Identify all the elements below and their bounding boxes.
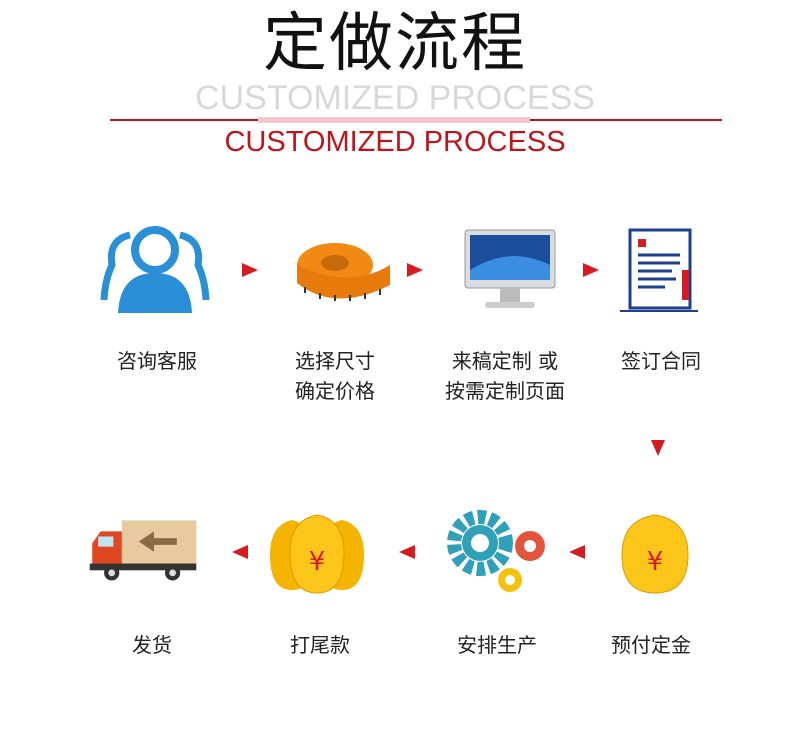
step-label-consult: 咨询客服: [117, 349, 197, 373]
arrow-left-icon: [232, 545, 248, 559]
step-label-contract: 签订合同: [621, 349, 701, 373]
step-label-final-payment: 打尾款: [290, 633, 350, 657]
step-label-ship: 发货: [132, 633, 172, 657]
page-subtitle: CUSTOMIZED PROCESS: [224, 126, 566, 158]
tape-measure-icon: [297, 243, 390, 301]
step-label-production: 安排生产: [457, 633, 537, 657]
money-bags-icon: ¥: [270, 514, 364, 594]
title-underline: [258, 117, 530, 123]
arrow-right-icon: [242, 263, 258, 277]
step-label-deposit: 预付定金: [611, 633, 691, 657]
header-ghost-text: CUSTOMIZED PROCESS: [195, 79, 595, 117]
svg-text:¥: ¥: [647, 547, 664, 577]
arrow-left-icon: [569, 545, 585, 559]
svg-text:¥: ¥: [309, 547, 326, 577]
customer-service-icon: [100, 226, 210, 313]
page-title: 定做流程: [263, 7, 527, 81]
delivery-truck-icon: [89, 520, 197, 581]
arrow-left-icon: [399, 545, 415, 559]
arrow-right-icon: [407, 263, 423, 277]
arrow-down-icon: [651, 440, 665, 456]
arrow-right-icon: [583, 263, 599, 277]
gears-icon: [447, 510, 545, 592]
contract-icon: [620, 228, 698, 312]
step-label-design: 来稿定制 或按需定制页面: [445, 349, 565, 403]
computer-icon: [464, 229, 556, 308]
money-bag-icon: ¥: [621, 514, 689, 594]
step-label-size-price: 选择尺寸确定价格: [295, 349, 375, 403]
